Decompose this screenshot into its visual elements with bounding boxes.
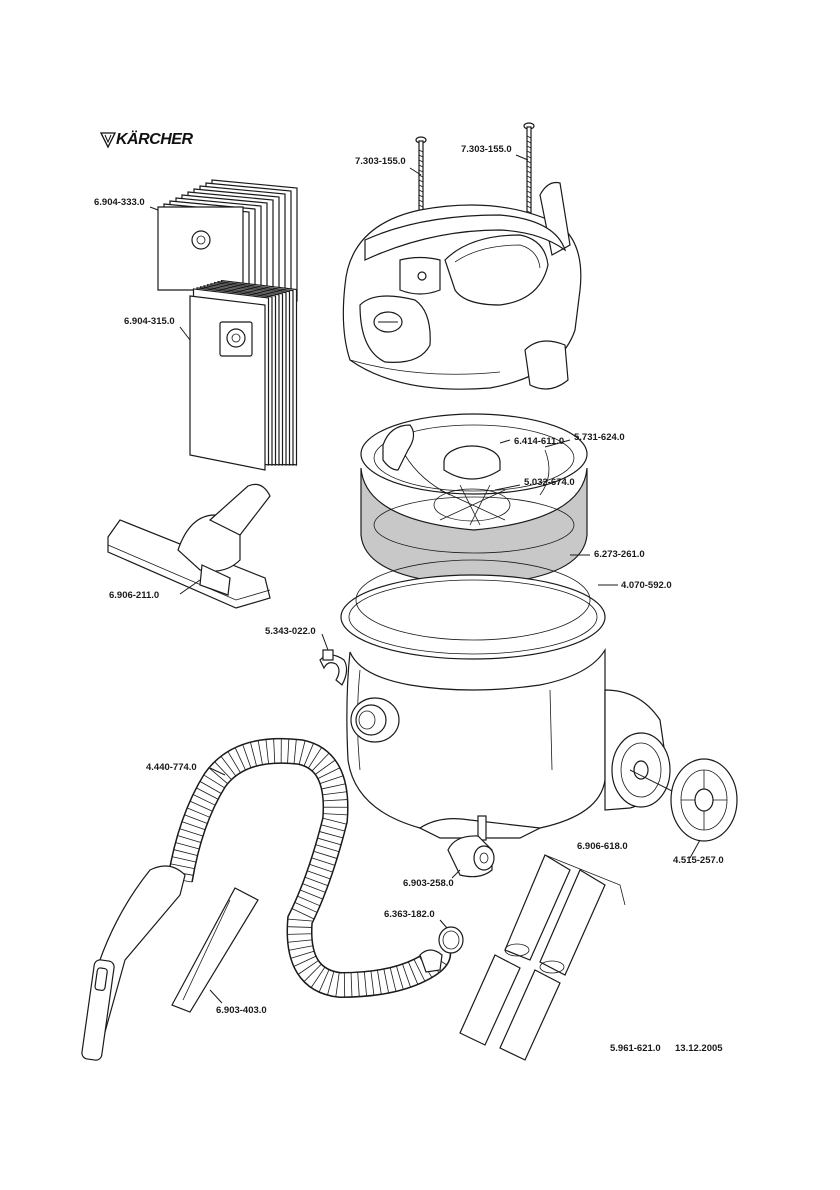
part-label-castor: 6.903-258.0 bbox=[403, 878, 454, 889]
part-label-suction-hose: 4.440-774.0 bbox=[146, 762, 197, 773]
part-label-clip: 5.343-022.0 bbox=[265, 626, 316, 637]
brand-emblem-icon bbox=[100, 131, 116, 149]
part-label-cartridge-filter: 6.273-261.0 bbox=[594, 549, 645, 560]
part-label-seal-ring: 4.070-592.0 bbox=[621, 580, 672, 591]
footer-date: 13.12.2005 bbox=[675, 1043, 723, 1054]
part-label-foam-disc: 6.414-611.0 bbox=[514, 436, 564, 447]
part-label-o-ring: 6.363-182.0 bbox=[384, 909, 435, 920]
part-label-filter-basket: 5.731-624.0 bbox=[574, 432, 625, 443]
part-label-crevice-nozzle: 6.903-403.0 bbox=[216, 1005, 267, 1016]
o-ring-drawing bbox=[439, 927, 463, 953]
part-label-bolt-left: 7.303-155.0 bbox=[355, 156, 406, 167]
brand-name: KÄRCHER bbox=[116, 131, 193, 149]
part-label-float-cage: 5.032-674.0 bbox=[524, 477, 575, 488]
clip-drawing bbox=[320, 650, 347, 685]
part-label-fleece-bags: 6.904-315.0 bbox=[124, 316, 175, 327]
crevice-nozzle-drawing bbox=[172, 888, 258, 1012]
part-label-wheel: 4.515-257.0 bbox=[673, 855, 724, 866]
part-label-suction-tubes: 6.906-618.0 bbox=[577, 841, 628, 852]
wheels-drawing bbox=[612, 733, 737, 841]
part-label-paper-bags: 6.904-333.0 bbox=[94, 197, 145, 208]
part-label-floor-nozzle: 6.906-211.0 bbox=[109, 590, 159, 601]
brand-logo: KÄRCHER bbox=[100, 131, 216, 149]
motor-head-drawing bbox=[343, 183, 580, 390]
footer-document-number: 5.961-621.0 bbox=[610, 1043, 661, 1054]
part-label-bolt-right: 7.303-155.0 bbox=[461, 144, 512, 155]
suction-tubes-drawing bbox=[460, 855, 625, 1060]
tank-drawing bbox=[341, 575, 668, 838]
fleece-bags-drawing bbox=[180, 281, 297, 470]
